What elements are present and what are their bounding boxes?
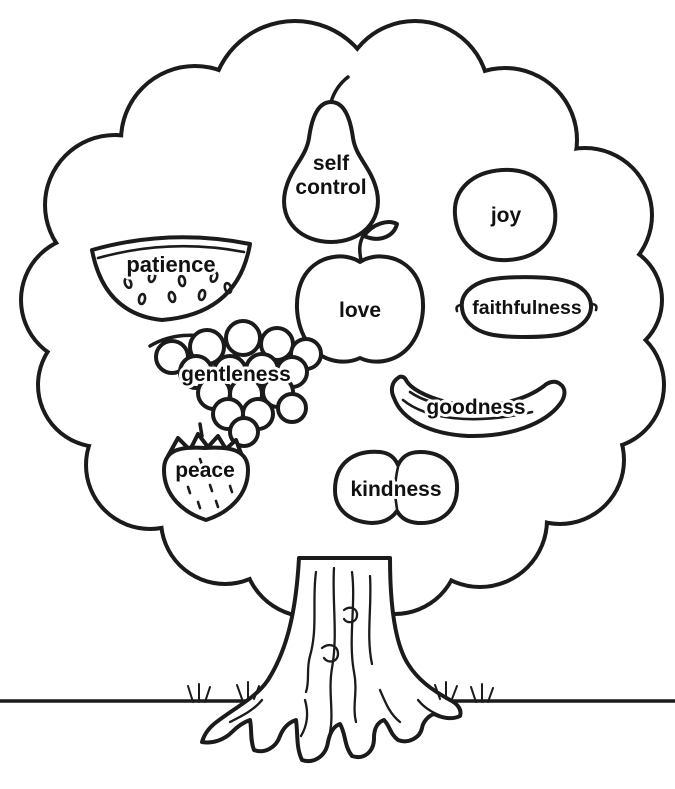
- seed: [177, 274, 187, 288]
- seed: [197, 288, 207, 302]
- banana-ridge: [401, 398, 534, 421]
- seed: [228, 484, 234, 494]
- seed: [223, 281, 233, 295]
- banana-fruit: [389, 374, 567, 439]
- strawberry-seeds: [178, 457, 234, 510]
- label-goodness: goodness: [426, 396, 525, 419]
- pear-fruit: [282, 75, 380, 244]
- seed: [214, 499, 220, 509]
- trunk-grain-swirl: [342, 606, 359, 624]
- watermelon-outline: [90, 235, 252, 322]
- peach-crease: [393, 465, 400, 511]
- trunk-grain-line: [350, 570, 358, 724]
- lemon-tip: [589, 302, 598, 312]
- trunk-grain-swirl: [320, 644, 340, 663]
- peach-fruit: [333, 449, 460, 526]
- grass-tuft: [236, 681, 260, 700]
- seed: [220, 463, 226, 473]
- grass-tuft: [187, 683, 211, 703]
- lemon-tip: [455, 303, 464, 313]
- grape: [224, 319, 262, 357]
- tree-trunk: [200, 556, 463, 763]
- strawberry-fruit: [162, 422, 250, 522]
- seed: [196, 500, 202, 510]
- apple-leaf: [362, 220, 399, 241]
- watermelon-seeds: [123, 270, 233, 306]
- label-faithfulness: faithfulness: [472, 297, 582, 319]
- seed: [178, 464, 184, 474]
- seed: [137, 292, 147, 306]
- label-peace: peace: [175, 459, 235, 482]
- trunk-outline: [200, 556, 463, 763]
- grass-tufts: [187, 681, 494, 703]
- lemon-outline: [459, 275, 594, 339]
- seed: [209, 270, 219, 284]
- label-joy: joy: [490, 204, 522, 227]
- orange-fruit: [452, 167, 558, 263]
- apple-fruit: [294, 220, 426, 364]
- trunk-grain-line: [304, 570, 318, 694]
- label-patience: patience: [126, 252, 215, 277]
- grass-tuft: [470, 683, 494, 703]
- orange-outline: [452, 167, 558, 263]
- trunk-grain-line: [368, 574, 374, 666]
- trunk-grain-line: [378, 688, 402, 724]
- trunk-grain-line: [328, 566, 336, 734]
- pear-stem: [329, 75, 350, 104]
- seed: [167, 290, 177, 304]
- fruit-labels: self control joy patience love faithfuln…: [123, 149, 584, 504]
- label-self-control-line1: self: [313, 152, 350, 175]
- banana-ridge: [408, 390, 524, 410]
- root-line: [416, 698, 448, 720]
- seed: [147, 270, 157, 284]
- seed: [186, 485, 192, 495]
- root-line: [228, 698, 264, 724]
- seed: [208, 483, 214, 493]
- label-kindness: kindness: [350, 478, 441, 501]
- label-love: love: [339, 299, 381, 322]
- watermelon-fruit: [90, 235, 252, 322]
- lemon-fruit: [455, 275, 598, 339]
- strawberry-outline: [162, 445, 250, 522]
- seed: [198, 457, 204, 467]
- trunk-grain-line: [299, 698, 309, 738]
- grape: [276, 392, 308, 424]
- watermelon-rind-line: [96, 244, 246, 260]
- banana-outline: [389, 374, 567, 439]
- label-self-control-line2: control: [295, 176, 366, 199]
- grass-tuft: [434, 681, 458, 700]
- strawberry-stem: [198, 422, 204, 438]
- grapes-fruit: [148, 319, 323, 448]
- apple-outline: [294, 254, 426, 364]
- seed: [123, 276, 133, 290]
- label-gentleness: gentleness: [181, 363, 291, 386]
- grape-cluster: [154, 319, 323, 448]
- pear-outline: [282, 100, 380, 244]
